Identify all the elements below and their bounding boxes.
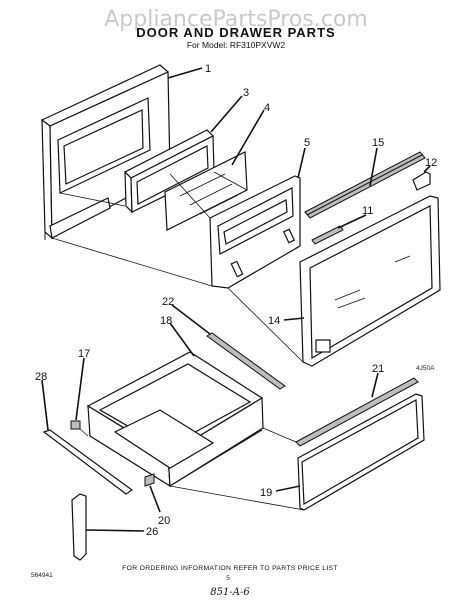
part-drawer-trim (295, 377, 419, 447)
ordering-note: FOR ORDERING INFORMATION REFER TO PARTS … (122, 565, 338, 572)
assembly-guide-lines-drawer (79, 427, 305, 511)
part-drawer-glide (70, 420, 81, 430)
model-line: For Model: RF310PXVW2 (187, 40, 286, 50)
callout-17: 17 (78, 348, 90, 360)
assembly-guide-lines-top (51, 171, 304, 363)
callout-12: 12 (425, 157, 437, 169)
callout-15: 15 (372, 137, 384, 149)
part-outer-door-panel (40, 64, 171, 240)
part-top-trim (304, 151, 426, 219)
part-inner-door-liner (209, 175, 301, 289)
part-inner-door-panel (299, 195, 441, 367)
callout-5: 5 (304, 137, 310, 149)
handwritten-code: 851-A-6 (210, 587, 250, 598)
callout-21: 21 (372, 363, 384, 375)
part-drawer-roller (144, 473, 155, 487)
callout-18: 18 (160, 315, 172, 327)
callout-3: 3 (243, 87, 249, 99)
part-drawer-body (86, 351, 264, 488)
part-vent-baffle (311, 225, 344, 245)
document-number: 564941 (31, 572, 53, 579)
diagram-title: DOOR AND DRAWER PARTS (136, 25, 335, 40)
part-clip (412, 171, 431, 191)
watermark: AppliancePartsPros.com (104, 7, 368, 32)
callout-26: 26 (146, 526, 158, 538)
part-drawer-rail (206, 332, 286, 390)
part-window-frame (123, 129, 215, 214)
callout-28: 28 (35, 371, 47, 383)
part-drawer-side-rail (42, 429, 134, 495)
callout-leader-lines (41, 67, 431, 532)
callout-14: 14 (268, 315, 280, 327)
callout-22: 22 (162, 296, 174, 308)
figure-code: 4J50A (416, 365, 435, 372)
callout-4: 4 (264, 102, 270, 114)
callout-11: 11 (362, 205, 373, 217)
callout-19: 19 (260, 487, 272, 499)
callout-labels: 1 3 4 5 15 12 11 14 22 18 17 28 21 20 19… (35, 63, 437, 538)
callout-1: 1 (205, 63, 211, 75)
part-drawer-front (297, 393, 425, 511)
page-number: 5 (226, 575, 230, 582)
part-handle-end (71, 493, 87, 561)
callout-20: 20 (158, 515, 170, 527)
